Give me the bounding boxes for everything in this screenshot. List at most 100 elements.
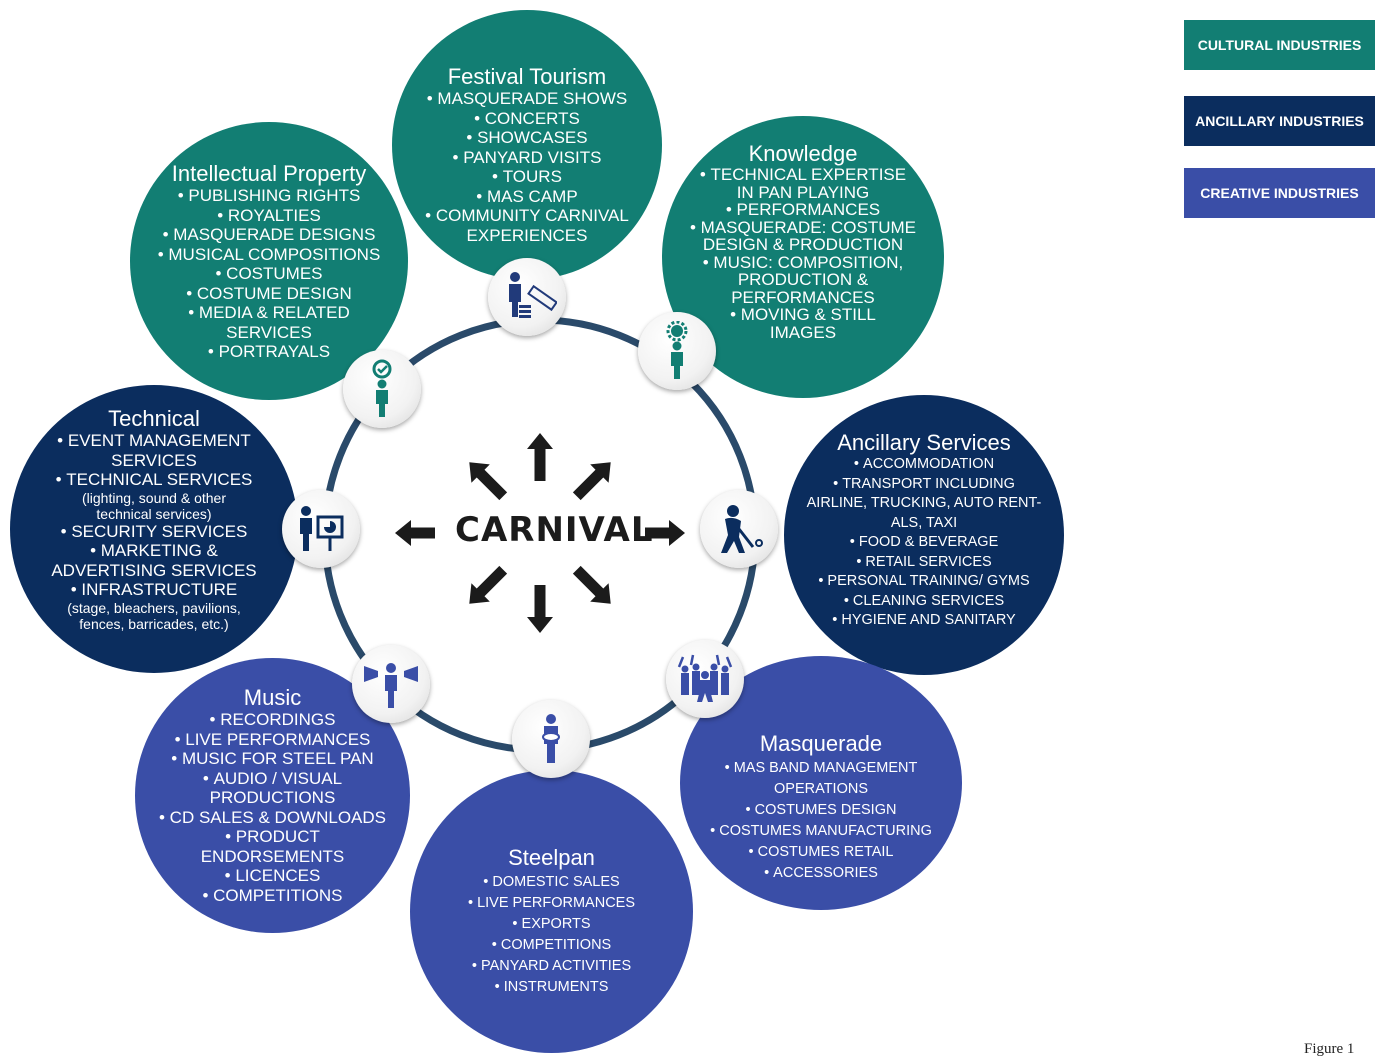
arrow-up (527, 433, 553, 481)
list-item: technical services) (96, 505, 212, 522)
list-item: COMPETITIONS (159, 886, 386, 906)
bubble-title: Music (243, 685, 302, 710)
list-item: COMMUNITY CARNIVAL (425, 206, 629, 226)
bubble-music: Music RECORDINGS LIVE PERFORMANCES MUSIC… (135, 658, 410, 933)
list-item: FOOD & BEVERAGE (807, 533, 1042, 553)
arrow-up-right (572, 462, 611, 501)
list-item: COSTUMES (158, 264, 381, 284)
list-item: MASQUERADE SHOWS (425, 89, 629, 109)
bubble-title: Knowledge (748, 141, 858, 166)
list-item: PRODUCTIONS (209, 788, 336, 807)
bubble-technical: Technical EVENT MANAGEMENT SERVICES TECH… (10, 385, 298, 673)
list-item: MUSICAL COMPOSITIONS (158, 245, 380, 265)
list-item: AIRLINE, TRUCKING, AUTO RENT- (806, 495, 1042, 511)
list-item: COMPETITIONS (468, 935, 635, 956)
presenter-icon (282, 490, 360, 568)
list-item: CONCERTS (425, 109, 629, 129)
list-item: MASQUERADE DESIGNS (158, 225, 381, 245)
list-item: IMAGES (769, 322, 837, 342)
list-item: EXPERIENCES (466, 225, 588, 245)
list-item: MOVING & STILL (690, 306, 916, 324)
bubble-title: Masquerade (759, 731, 883, 756)
list-item: COSTUMES MANUFACTURING (710, 821, 932, 842)
list-item: DESIGN & PRODUCTION (702, 235, 904, 254)
list-item: ROYALTIES (158, 206, 381, 226)
list-item: LIVE PERFORMANCES (159, 730, 386, 750)
legend-cultural-industries: CULTURAL INDUSTRIES (1184, 20, 1375, 70)
list-item: PUBLISHING RIGHTS (158, 186, 381, 206)
list-item: INSTRUMENTS (468, 977, 635, 998)
legend-label: CREATIVE INDUSTRIES (1200, 185, 1359, 201)
list-item: PANYARD ACTIVITIES (468, 956, 635, 977)
businessman-money-icon (488, 258, 566, 336)
list-item: OPERATIONS (774, 781, 868, 797)
list-item: LICENCES (159, 866, 386, 886)
cleaner-icon (700, 490, 778, 568)
bubble-festival-tourism: Festival Tourism MASQUERADE SHOWS CONCER… (392, 10, 662, 280)
center-arrows (395, 433, 685, 633)
list-item: PANYARD VISITS (425, 148, 629, 168)
arrow-left (395, 520, 435, 546)
list-item: SECURITY SERVICES (51, 522, 256, 542)
center-label: CARNIVAL (455, 510, 654, 550)
bubble-title: Technical (108, 406, 200, 431)
checkmark-person-icon (343, 350, 421, 428)
bubble-list: RECORDINGS LIVE PERFORMANCES MUSIC FOR S… (159, 710, 386, 905)
list-item: SHOWCASES (425, 128, 629, 148)
arrow-right (645, 520, 685, 546)
list-item: COSTUME DESIGN (158, 284, 381, 304)
list-item: AUDIO / VISUAL (159, 769, 386, 789)
list-item: COSTUMES RETAIL (710, 842, 932, 863)
bubble-list: EVENT MANAGEMENT SERVICES TECHNICAL SERV… (51, 431, 256, 632)
bubble-ancillary-services: Ancillary Services ACCOMMODATION TRANSPO… (784, 395, 1064, 675)
list-item: RETAIL SERVICES (807, 553, 1042, 573)
list-item: INFRASTRUCTURE (51, 580, 256, 600)
list-item: PERFORMANCES (690, 201, 916, 219)
list-item: MUSIC: COMPOSITION, (690, 253, 916, 272)
list-item: ACCOMMODATION (807, 455, 1042, 475)
list-item: EXPORTS (468, 914, 635, 935)
bubble-title: Steelpan (508, 845, 595, 870)
bubble-list: MASQUERADE SHOWS CONCERTS SHOWCASES PANY… (425, 89, 629, 245)
bubble-list: ACCOMMODATION TRANSPORT INCLUDING AIRLIN… (807, 455, 1042, 631)
list-item: HYGIENE AND SANITARY (807, 611, 1042, 631)
list-item: MEDIA & RELATED (158, 303, 381, 323)
list-item: MASQUERADE: COSTUME (690, 218, 916, 237)
bubble-list: TECHNICAL EXPERTISE IN PAN PLAYING PERFO… (690, 166, 916, 341)
arrow-down-right (572, 565, 611, 604)
list-item: TRANSPORT INCLUDING (807, 475, 1042, 495)
list-item: SERVICES (226, 322, 312, 342)
list-item: PERFORMANCES (731, 287, 875, 307)
list-item: PRODUCTION & (737, 270, 869, 289)
bubble-intellectual-property: Intellectual Property PUBLISHING RIGHTS … (130, 122, 408, 400)
list-item: PRODUCT (159, 827, 386, 847)
bubble-title: Festival Tourism (447, 64, 607, 89)
bubble-masquerade: Masquerade MAS BAND MANAGEMENT OPERATION… (680, 656, 962, 910)
list-item: fences, barricades, etc.) (79, 615, 229, 632)
list-item: COSTUMES DESIGN (710, 800, 932, 821)
figure-label: Figure 1 (1304, 1041, 1355, 1057)
arrow-down-left (469, 565, 508, 604)
legend-label: CULTURAL INDUSTRIES (1197, 37, 1362, 53)
list-item: TECHNICAL SERVICES (51, 470, 256, 490)
list-item: TOURS (425, 167, 629, 187)
legend-creative-industries: CREATIVE INDUSTRIES (1184, 168, 1375, 218)
list-item: CD SALES & DOWNLOADS (159, 808, 386, 828)
arrow-down (527, 585, 553, 633)
list-item: DOMESTIC SALES (468, 872, 635, 893)
list-item: (stage, bleachers, pavilions, (67, 599, 241, 616)
list-item: ACCESSORIES (710, 863, 932, 884)
list-item: PORTRAYALS (158, 342, 381, 362)
list-item: IN PAN PLAYING (736, 182, 870, 202)
bubble-knowledge: Knowledge TECHNICAL EXPERTISE IN PAN PLA… (662, 116, 944, 398)
list-item: TECHNICAL EXPERTISE (690, 166, 916, 184)
gear-person-icon (638, 312, 716, 390)
list-item: PERSONAL TRAINING/ GYMS (807, 572, 1042, 592)
list-item: CLEANING SERVICES (807, 592, 1042, 612)
list-item: MUSIC FOR STEEL PAN (159, 749, 386, 769)
bubble-list: DOMESTIC SALES LIVE PERFORMANCES EXPORTS… (468, 872, 635, 998)
legend-ancillary-industries: ANCILLARY INDUSTRIES (1184, 96, 1375, 146)
bubble-title: Ancillary Services (837, 430, 1011, 455)
bubble-steelpan: Steelpan DOMESTIC SALES LIVE PERFORMANCE… (410, 770, 693, 1053)
crowd-icon (666, 640, 744, 718)
